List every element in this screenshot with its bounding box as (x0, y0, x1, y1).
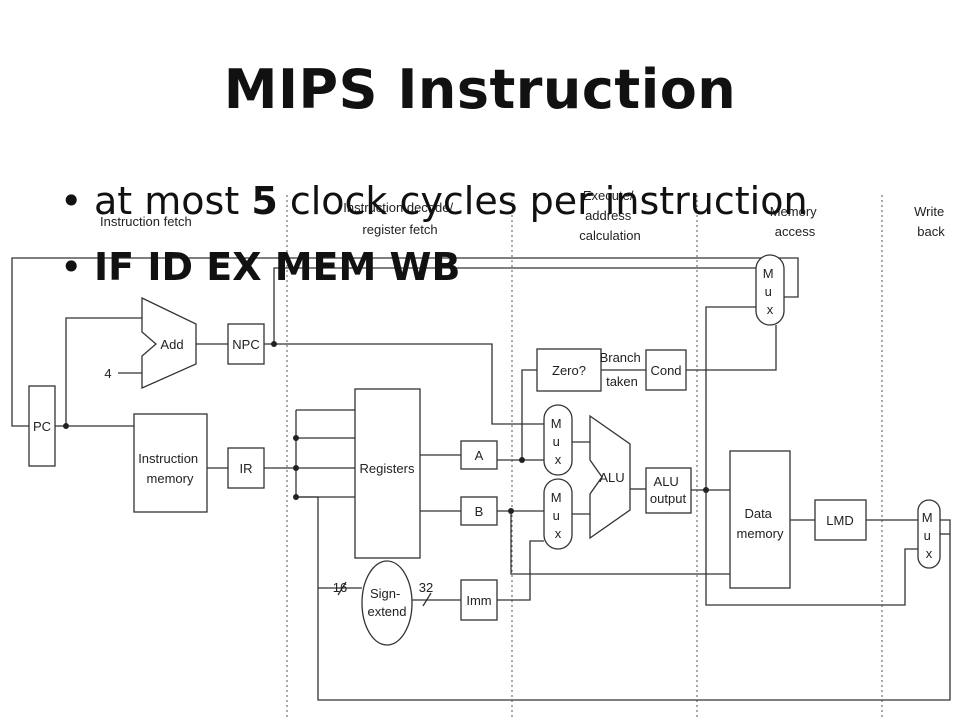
svg-text:Add: Add (160, 337, 183, 352)
slide-title: MIPS Instruction (223, 58, 737, 121)
sign-extend-unit: Sign- extend (361, 560, 413, 646)
svg-text:IR: IR (240, 461, 253, 476)
bullet-text-stages: IF ID EX MEM WB (94, 245, 461, 289)
add-unit: Add (141, 296, 197, 390)
stage-label-ex: Execute/ address calculation (579, 188, 640, 243)
svg-text:NPC: NPC (232, 337, 259, 352)
lmd-register: LMD (814, 499, 867, 541)
bullet-text-bold: 5 (251, 179, 278, 223)
alu-mux-top: M u x (543, 404, 573, 476)
svg-text:ALU output: ALU output (650, 474, 687, 506)
svg-text:B: B (475, 504, 484, 519)
svg-text:ALU: ALU (599, 470, 624, 485)
branch-taken-label: Branch taken (600, 350, 645, 389)
register-file: Registers (354, 388, 421, 559)
svg-text:M u x: M u x (551, 416, 565, 467)
svg-text:Instruction memory: Instruction memory (138, 451, 202, 486)
svg-text:Data memory: Data memory (737, 506, 784, 541)
svg-text:M u x: M u x (551, 490, 565, 541)
bit-width-32: 32 (419, 580, 433, 595)
svg-text:Imm: Imm (466, 593, 491, 608)
constant-four: 4 (104, 366, 111, 381)
bullet-item: •IF ID EX MEM WB (60, 242, 808, 308)
writeback-mux: M u x (917, 499, 941, 569)
b-register: B (460, 496, 498, 526)
bit-width-16: 16 (333, 580, 347, 595)
svg-text:Sign- extend: Sign- extend (367, 586, 406, 619)
stage-label-wb: Write back (914, 204, 948, 239)
bullet-dot: • (60, 179, 83, 223)
data-memory: Data memory (729, 450, 791, 589)
stage-label-id: Instruction decode/ register fetch (343, 200, 456, 237)
svg-text:A: A (475, 448, 484, 463)
svg-text:Zero?: Zero? (552, 363, 586, 378)
branch-mux: M u x (755, 254, 785, 326)
wire-junctions (63, 341, 709, 514)
a-register: A (460, 440, 498, 470)
stage-label-if: Instruction fetch (100, 214, 192, 229)
stage-label-mem: Memory access (770, 204, 821, 239)
svg-text:PC: PC (33, 419, 51, 434)
instruction-memory: Instruction memory (133, 413, 208, 513)
pc-register: PC (28, 385, 56, 467)
bullet-dot: • (60, 245, 83, 289)
wires (11, 257, 951, 701)
svg-text:Registers: Registers (360, 461, 415, 476)
svg-text:M u x: M u x (763, 266, 777, 317)
svg-text:LMD: LMD (826, 513, 853, 528)
alu-mux-bottom: M u x (543, 478, 573, 550)
bullet-text-prefix: at most (94, 179, 252, 223)
zero-test: Zero? (536, 348, 602, 392)
alu: ALU (589, 414, 631, 540)
bullet-text-suffix: clock cycles per instruction (277, 179, 808, 223)
cond-register: Cond (645, 349, 687, 391)
svg-text:M u x: M u x (922, 510, 936, 561)
alu-output-register: ALU output (645, 467, 692, 514)
bullet-list: •at most 5 clock cycles per instruction … (60, 176, 808, 308)
imm-register: Imm (460, 579, 498, 621)
ir-register: IR (227, 447, 265, 489)
bullet-item: •at most 5 clock cycles per instruction (60, 176, 808, 242)
svg-text:Cond: Cond (650, 363, 681, 378)
npc-register: NPC (227, 323, 265, 365)
